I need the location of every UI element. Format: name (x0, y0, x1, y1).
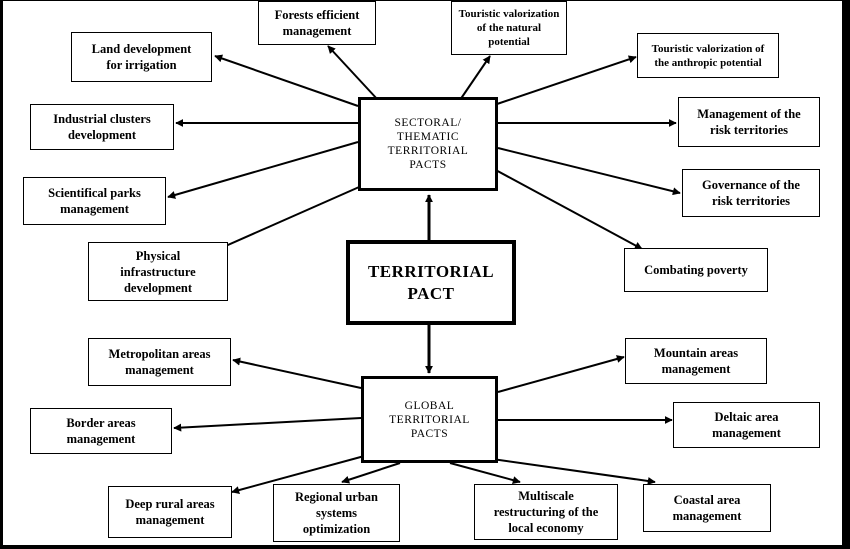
coastal-area-node: Coastal area management (643, 484, 771, 532)
industrial-clusters-node: Industrial clusters development (30, 104, 174, 150)
arrow-to-land-irrigation (214, 54, 359, 107)
territorial-pact-node: TERRITORIAL PACT (346, 240, 516, 325)
border-areas-node: Border areas management (30, 408, 172, 454)
scientifical-parks-node: Scientifical parks management (23, 177, 166, 225)
arrow-to-multiscale (449, 462, 521, 484)
arrow-to-metropolitan (232, 357, 362, 389)
sectoral-thematic-pacts-node: SECTORAL/ THEMATIC TERRITORIAL PACTS (358, 97, 498, 191)
touristic-anthropic-potential-node: Touristic valorization of the anthropic … (637, 33, 779, 78)
arrow-to-coastal (484, 457, 656, 485)
combating-poverty-node: Combating poverty (624, 248, 768, 292)
arrow-to-poverty (491, 167, 643, 250)
arrow-to-forests (327, 45, 379, 101)
governance-risk-territories-node: Governance of the risk territories (682, 169, 820, 217)
arrow-to-natural-tourism (459, 55, 491, 101)
arrow-to-risk-governance (497, 147, 681, 196)
arrow-to-border (173, 417, 362, 432)
metropolitan-areas-node: Metropolitan areas management (88, 338, 231, 386)
deltaic-area-node: Deltaic area management (673, 402, 820, 448)
deep-rural-areas-node: Deep rural areas management (108, 486, 232, 538)
mountain-areas-node: Mountain areas management (625, 338, 767, 384)
management-risk-territories-node: Management of the risk territories (678, 97, 820, 147)
forests-efficient-management-node: Forests efficient management (258, 1, 376, 45)
arrow-to-mountain (497, 355, 625, 393)
arrow-to-scientific (167, 141, 359, 199)
multiscale-restructuring-node: Multiscale restructuring of the local ec… (474, 484, 618, 540)
physical-infrastructure-node: Physical infrastructure development (88, 242, 228, 301)
global-territorial-pacts-node: GLOBAL TERRITORIAL PACTS (361, 376, 498, 463)
land-development-irrigation-node: Land development for irrigation (71, 32, 212, 82)
touristic-natural-potential-node: Touristic valorization of the natural po… (451, 1, 567, 55)
arrow-to-anthropic-tourism (496, 55, 637, 105)
arrow-to-physical (211, 179, 376, 253)
regional-urban-systems-node: Regional urban systems optimization (273, 484, 400, 542)
arrow-to-regional-urban (341, 462, 401, 484)
arrow-to-deep-rural (231, 454, 369, 494)
